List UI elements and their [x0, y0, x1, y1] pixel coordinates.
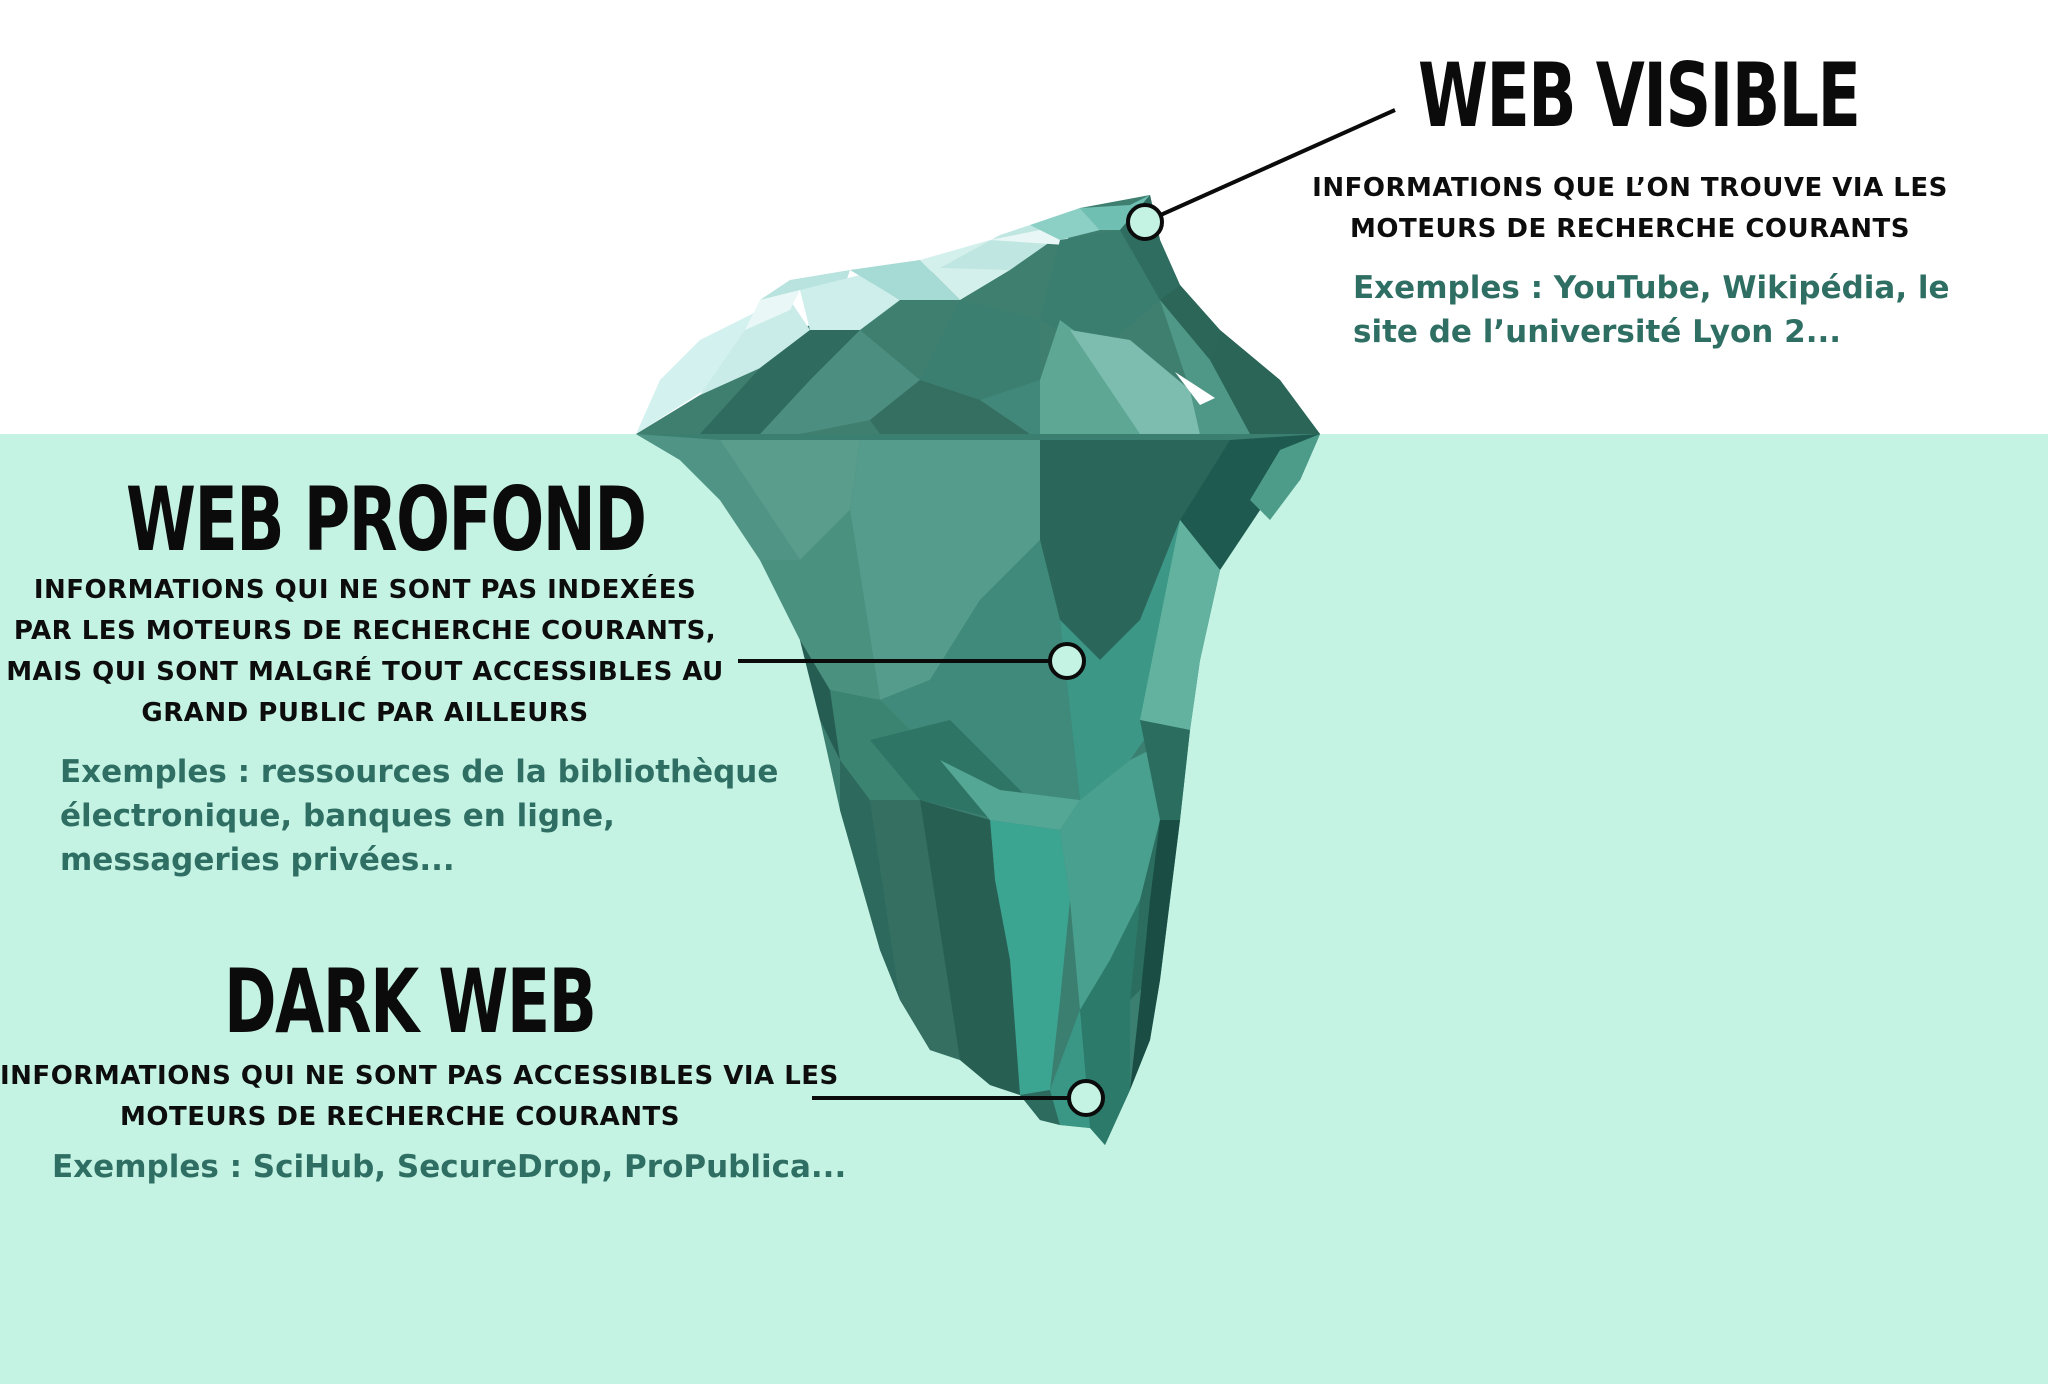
web-profond-example-line: Exemples : ressources de la bibliothèque — [60, 754, 779, 790]
dark-web-description-line: MOTEURS DE RECHERCHE COURANTS — [120, 1102, 680, 1132]
web-profond-description-line: GRAND PUBLIC PAR AILLEURS — [141, 698, 589, 728]
connector-profond — [738, 642, 1086, 680]
dark-web-description-line: INFORMATIONS QUI NE SONT PAS ACCESSIBLES… — [0, 1061, 839, 1091]
dark-web-title: DARK WEB — [224, 950, 597, 1053]
web-visible-description: INFORMATIONS QUE L’ON TROUVE VIA LES MOT… — [1270, 168, 1990, 250]
web-profond-example-line: messageries privées... — [60, 842, 455, 878]
connector-line-visible — [1144, 108, 1396, 224]
iceberg-body — [636, 434, 1320, 1145]
dark-web-description: INFORMATIONS QUI NE SONT PAS ACCESSIBLES… — [0, 1056, 839, 1138]
web-visible-title: WEB VISIBLE — [1418, 44, 1861, 147]
marker-dark — [1067, 1079, 1105, 1117]
web-visible-description-line: INFORMATIONS QUE L’ON TROUVE VIA LES — [1312, 173, 1948, 203]
dark-web-examples: Exemples : SciHub, SecureDrop, ProPublic… — [52, 1145, 846, 1189]
web-profond-description-line: INFORMATIONS QUI NE SONT PAS INDEXÉES — [33, 575, 697, 605]
web-profond-title: WEB PROFOND — [126, 468, 647, 571]
web-profond-description: INFORMATIONS QUI NE SONT PAS INDEXÉES PA… — [0, 570, 730, 734]
connector-dark — [812, 1079, 1105, 1117]
iceberg-tip — [636, 195, 1320, 434]
connector-visible — [1126, 108, 1396, 241]
dark-web-example-line: Exemples : SciHub, SecureDrop, ProPublic… — [52, 1149, 847, 1185]
web-profond-description-line: PAR LES MOTEURS DE RECHERCHE COURANTS, — [13, 616, 717, 646]
web-visible-example-line: site de l’université Lyon 2... — [1353, 314, 1842, 350]
marker-profond — [1048, 642, 1086, 680]
web-visible-example-line: Exemples : YouTube, Wikipédia, le — [1353, 270, 1950, 306]
web-visible-examples: Exemples : YouTube, Wikipédia, le site d… — [1353, 266, 1950, 354]
web-profond-examples: Exemples : ressources de la bibliothèque… — [60, 750, 778, 882]
marker-visible — [1126, 203, 1164, 241]
web-profond-description-line: MAIS QUI SONT MALGRÉ TOUT ACCESSIBLES AU — [6, 657, 724, 687]
web-profond-example-line: électronique, banques en ligne, — [60, 798, 615, 834]
web-visible-description-line: MOTEURS DE RECHERCHE COURANTS — [1350, 214, 1910, 244]
